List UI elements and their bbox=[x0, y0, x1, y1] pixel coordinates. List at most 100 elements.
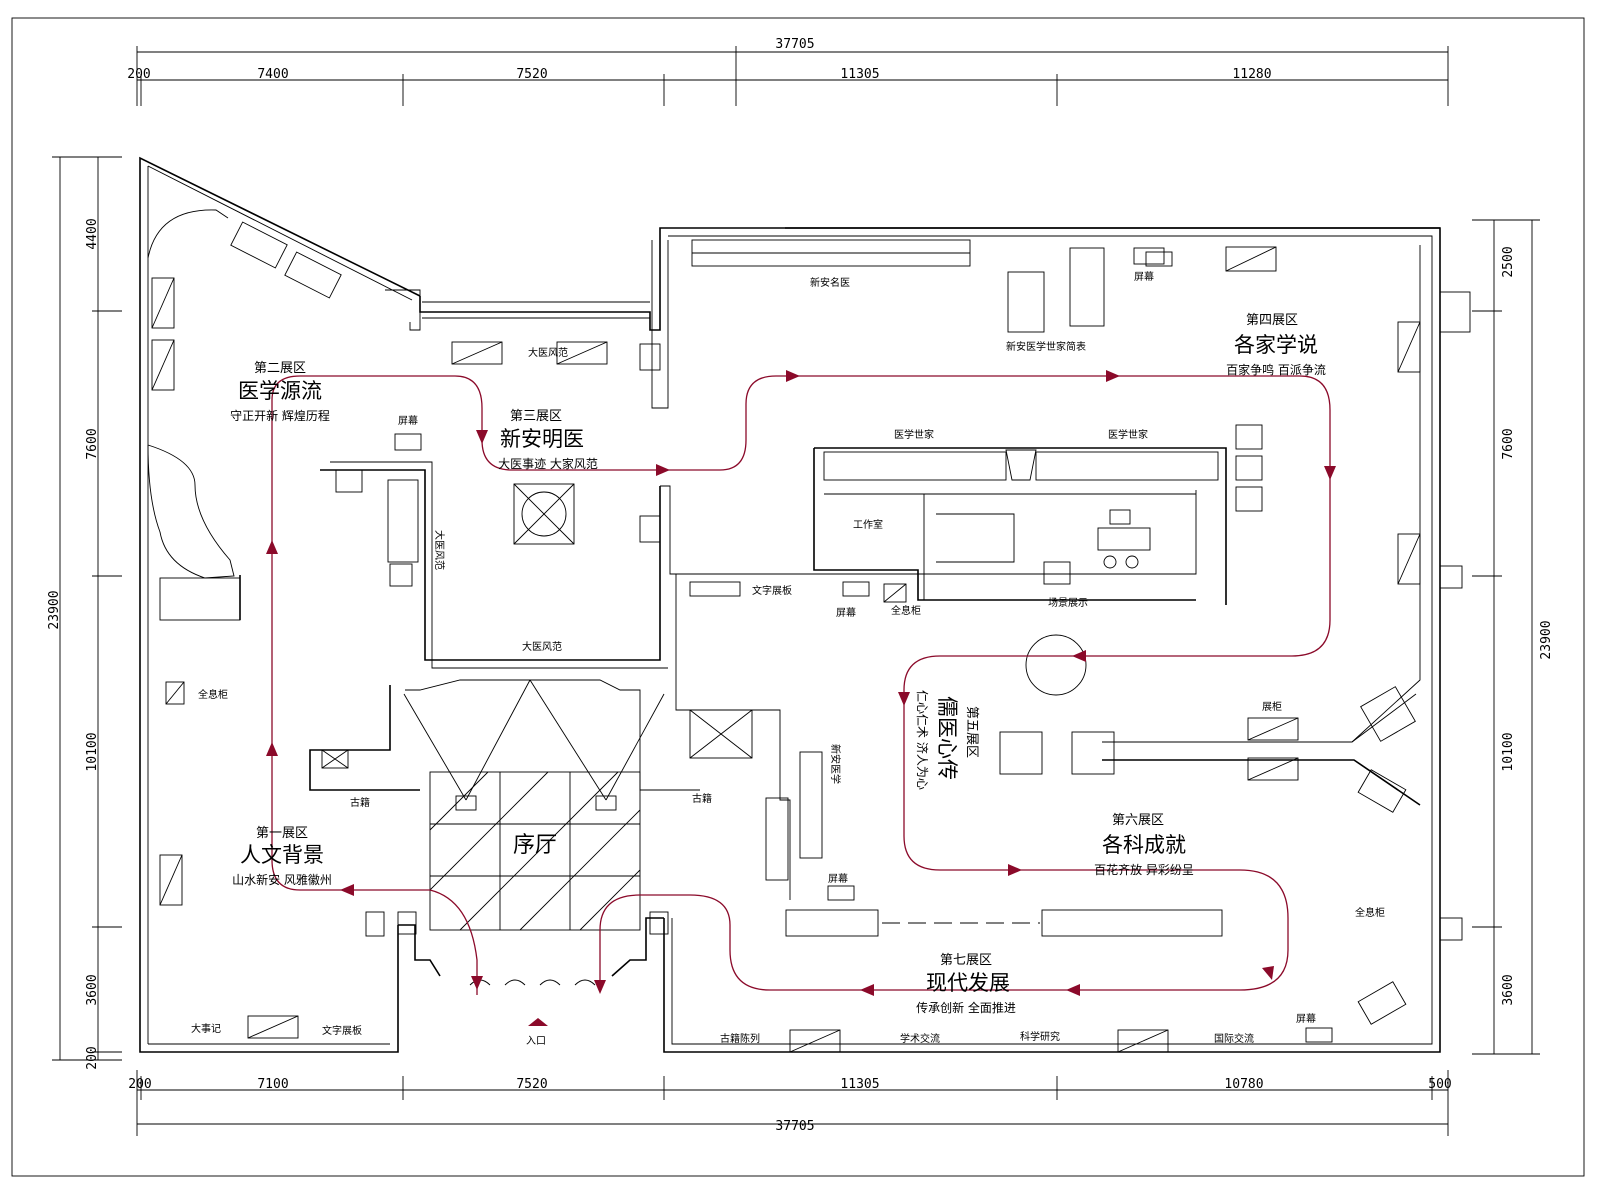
overall-width-top: 37705 bbox=[775, 37, 814, 52]
label-bottom-left-2: 文字展板 bbox=[322, 1024, 362, 1037]
route-arrow-icon bbox=[860, 984, 874, 996]
zone2-number: 第二展区 bbox=[254, 361, 306, 376]
label-lixue: 医学世家 bbox=[894, 428, 934, 441]
right-total: 23900 bbox=[1539, 620, 1554, 659]
top-dim-2: 7520 bbox=[516, 67, 547, 82]
route-arrow-icon bbox=[476, 430, 488, 444]
zone1-title: 人文背景 bbox=[240, 843, 324, 867]
label-text-panel: 文字展板 bbox=[752, 584, 792, 597]
label-bottom-4: 国际交流 bbox=[1214, 1032, 1254, 1045]
bottom-dim-4: 10780 bbox=[1224, 1077, 1263, 1092]
right-dim-2: 10100 bbox=[1501, 732, 1516, 771]
route-arrow-icon bbox=[594, 980, 606, 994]
zone7-subtitle: 传承创新 全面推进 bbox=[916, 1000, 1016, 1015]
route-arrow-icon bbox=[471, 976, 483, 990]
label-bottom-1: 古籍陈列 bbox=[720, 1032, 760, 1045]
route-arrow-icon bbox=[1066, 984, 1080, 996]
route-arrow-icon bbox=[1262, 966, 1274, 980]
label-right-mid: 新安医学 bbox=[829, 744, 842, 784]
zone6-title: 各科成就 bbox=[1102, 833, 1186, 857]
top-dim-1: 7400 bbox=[257, 67, 288, 82]
right-dimensions: 2500 7600 10100 3600 23900 bbox=[1472, 219, 1554, 1055]
zone1-subtitle: 山水新安 风雅徽州 bbox=[232, 872, 332, 887]
label-screen-1: 屏幕 bbox=[398, 414, 418, 427]
zone4-subtitle: 百家争鸣 百派争流 bbox=[1226, 362, 1326, 377]
label-qinggu-2: 全息柜 bbox=[198, 688, 228, 701]
visitor-route bbox=[266, 370, 1336, 996]
top-dimensions: 37705 200 7400 7520 11305 11280 bbox=[127, 37, 1272, 106]
label-cabinet: 展柜 bbox=[1262, 700, 1282, 713]
left-dim-2: 10100 bbox=[85, 732, 100, 771]
route-arrow-icon bbox=[266, 742, 278, 756]
route-arrow-icon bbox=[1008, 864, 1022, 876]
bottom-dim-5: 500 bbox=[1428, 1077, 1451, 1092]
hall-title: 序厅 bbox=[513, 833, 557, 858]
display-cases bbox=[151, 221, 1421, 1053]
zone4-number: 第四展区 bbox=[1246, 313, 1298, 328]
left-dim-0: 4400 bbox=[85, 218, 100, 249]
right-dim-3: 3600 bbox=[1501, 974, 1516, 1005]
top-dim-0: 200 bbox=[127, 67, 150, 82]
route-arrow-icon bbox=[1106, 370, 1120, 382]
label-bottom-left-1: 大事记 bbox=[191, 1022, 221, 1035]
left-dim-3: 3600 bbox=[85, 974, 100, 1005]
label-guti-2: 古籍 bbox=[692, 792, 712, 805]
label-qinggu-3: 全息柜 bbox=[1355, 906, 1385, 919]
route-arrow-icon bbox=[340, 884, 354, 896]
entrance-hall: 序厅 入口 bbox=[403, 679, 665, 1047]
zone6-subtitle: 百花齐放 异彩纷呈 bbox=[1094, 862, 1194, 877]
label-guti: 古籍 bbox=[350, 796, 370, 809]
top-dim-4: 11280 bbox=[1232, 67, 1271, 82]
entrance-label: 入口 bbox=[526, 1036, 546, 1047]
label-wall-top: 新安名医 bbox=[810, 276, 850, 289]
route-arrow-icon bbox=[656, 464, 670, 476]
route-arrow-icon bbox=[1072, 650, 1086, 662]
zone2-title: 医学源流 bbox=[238, 379, 322, 403]
label-scene: 场景展示 bbox=[1048, 596, 1088, 609]
right-dim-0: 2500 bbox=[1501, 246, 1516, 277]
left-dim-4: 200 bbox=[85, 1046, 100, 1069]
drawing-border bbox=[11, 17, 1585, 1177]
zone3-number: 第三展区 bbox=[510, 409, 562, 424]
entrance-arrow-icon bbox=[528, 1018, 548, 1026]
label-office: 工作室 bbox=[853, 518, 883, 531]
zone7-number: 第七展区 bbox=[940, 953, 992, 968]
zone3-subtitle: 大医事迹 大家风范 bbox=[498, 456, 598, 471]
right-dim-1: 7600 bbox=[1501, 428, 1516, 459]
label-family-table: 新安医学世家简表 bbox=[1006, 340, 1086, 353]
label-screen-5: 屏幕 bbox=[1296, 1012, 1316, 1025]
overall-width-bottom: 37705 bbox=[775, 1119, 814, 1134]
route-arrow-icon bbox=[266, 540, 278, 554]
route-arrow-icon bbox=[898, 692, 910, 706]
zone2-subtitle: 守正开新 辉煌历程 bbox=[230, 408, 330, 423]
label-lixue2: 医学世家 bbox=[1108, 428, 1148, 441]
zone6-number: 第六展区 bbox=[1112, 813, 1164, 828]
left-total: 23900 bbox=[47, 590, 62, 629]
label-qinggu: 全息柜 bbox=[891, 604, 921, 617]
zone5-number: 第五展区 bbox=[964, 706, 979, 758]
left-dim-1: 7600 bbox=[85, 428, 100, 459]
label-screen-2: 屏幕 bbox=[1134, 270, 1154, 283]
zone7-title: 现代发展 bbox=[926, 971, 1010, 995]
label-screen-4: 屏幕 bbox=[828, 872, 848, 885]
bottom-dim-3: 11305 bbox=[840, 1077, 879, 1092]
zone1-number: 第一展区 bbox=[256, 826, 308, 841]
label-bottom-2: 学术交流 bbox=[900, 1032, 940, 1045]
zone5-subtitle: 仁心仁术 济人为心 bbox=[915, 690, 930, 790]
zone3-title: 新安明医 bbox=[500, 427, 584, 451]
label-dafeng-vertical: 大医风范 bbox=[433, 530, 446, 570]
label-dafeng-top: 大医风范 bbox=[528, 346, 568, 359]
label-dafeng-bottom: 大医风范 bbox=[522, 640, 562, 653]
left-dimensions: 23900 4400 7600 10100 3600 200 bbox=[47, 156, 122, 1070]
route-arrow-icon bbox=[786, 370, 800, 382]
bottom-dim-0: 200 bbox=[128, 1077, 151, 1092]
bottom-dim-2: 7520 bbox=[516, 1077, 547, 1092]
zone-labels: 第一展区 人文背景 山水新安 风雅徽州 第二展区 医学源流 守正开新 辉煌历程 … bbox=[230, 313, 1326, 1015]
zone5-title: 儒医心传 bbox=[935, 696, 959, 780]
route-arrow-icon bbox=[1324, 466, 1336, 480]
bottom-dim-1: 7100 bbox=[257, 1077, 288, 1092]
label-bottom-3: 科学研究 bbox=[1020, 1030, 1060, 1043]
bottom-dimensions: 200 7100 7520 11305 10780 500 37705 bbox=[128, 1070, 1452, 1136]
building-walls bbox=[139, 156, 1471, 1053]
